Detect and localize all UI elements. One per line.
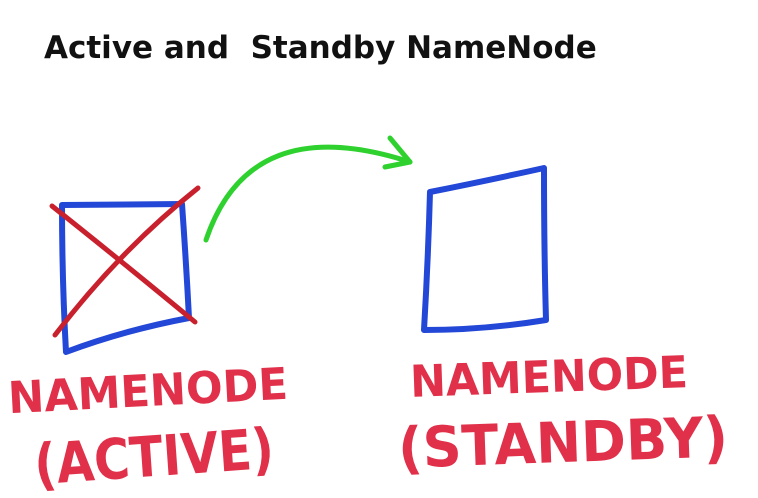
failover-arrow	[203, 144, 413, 243]
active-role-label: (ACTIVE)	[32, 417, 276, 498]
active-namenode-box	[59, 201, 192, 355]
failed-cross-stroke-2	[52, 185, 201, 338]
standby-namenode-label: NAMENODE	[409, 347, 689, 408]
failover-arrowhead	[382, 135, 413, 170]
failed-cross-stroke-1	[49, 203, 198, 325]
standby-namenode-box	[421, 165, 549, 333]
active-namenode-label: NAMENODE	[7, 359, 289, 425]
standby-role-label: (STANDBY)	[397, 405, 729, 481]
page-title: Active and Standby NameNode	[44, 30, 597, 66]
